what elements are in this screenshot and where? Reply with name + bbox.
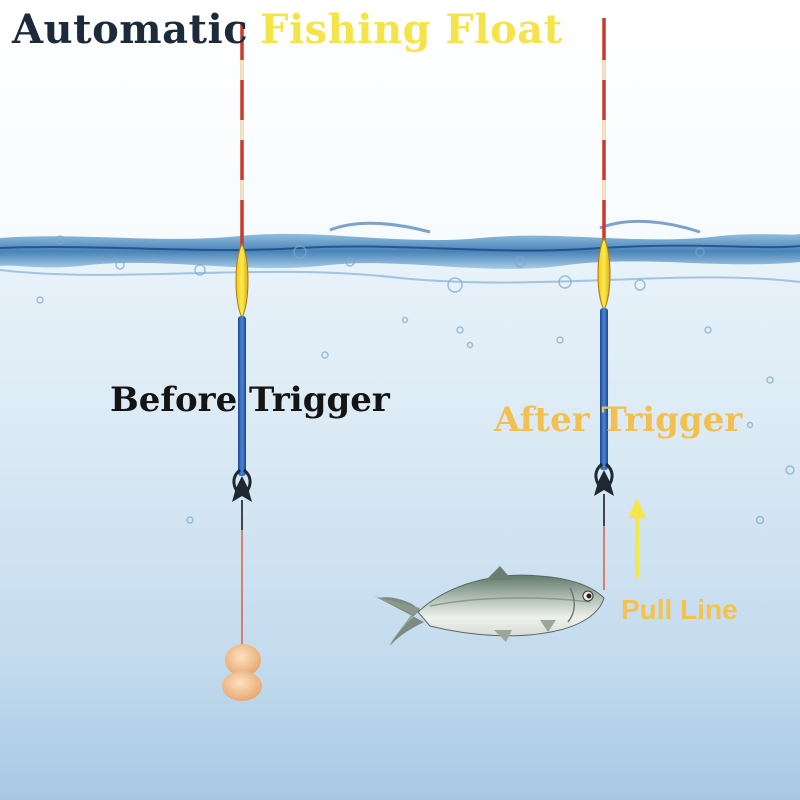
fishing-float-after <box>594 18 614 590</box>
title-main: Automatic <box>12 6 249 53</box>
bubbles <box>36 235 795 525</box>
water <box>0 240 800 800</box>
up-arrow-icon <box>628 498 646 578</box>
label-after-trigger: After Trigger <box>494 400 743 440</box>
label-before-trigger: Before Trigger <box>110 380 390 420</box>
fishing-float-before <box>232 22 252 650</box>
fish <box>374 566 605 646</box>
bait <box>222 644 262 701</box>
title-accent: Fishing Float <box>260 6 563 53</box>
label-pull-line: Pull Line <box>621 594 738 625</box>
